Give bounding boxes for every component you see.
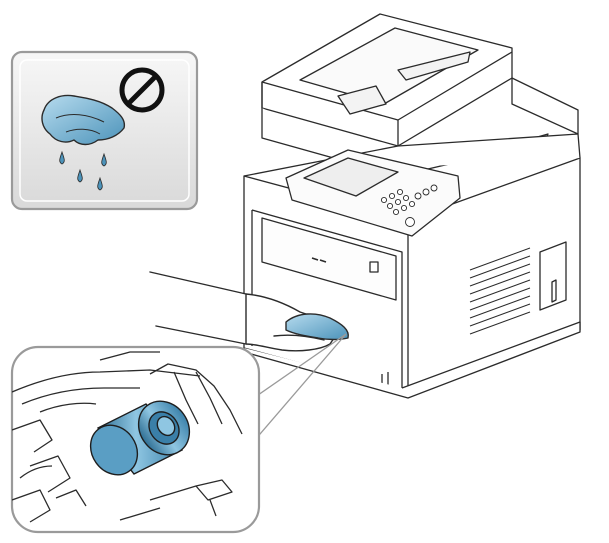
callout-pointer xyxy=(247,333,347,449)
roller-callout xyxy=(10,345,261,534)
prohibited-icon xyxy=(119,67,165,113)
touch-screen-icon xyxy=(303,157,399,197)
printer xyxy=(243,13,581,399)
warning-panel xyxy=(10,50,199,211)
arm xyxy=(149,271,259,345)
hand-with-cloth xyxy=(149,271,349,352)
keypad-icon xyxy=(380,184,438,227)
wet-cloth-icon xyxy=(41,94,126,146)
roller-assembly xyxy=(12,351,243,523)
printer-body xyxy=(243,133,581,399)
side-vent-icon xyxy=(469,247,531,335)
water-drop-icon xyxy=(59,150,107,191)
wet-cloth-icon xyxy=(285,313,349,341)
pickup-roller-icon xyxy=(89,400,191,476)
